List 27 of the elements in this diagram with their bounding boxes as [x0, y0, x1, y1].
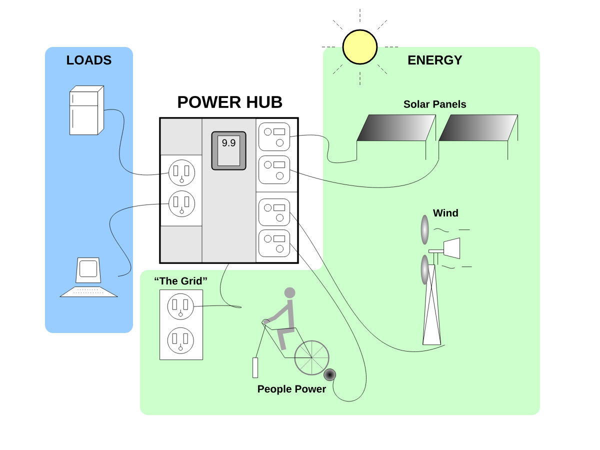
wire — [290, 160, 439, 188]
wire — [194, 263, 242, 308]
outlet-drawing — [168, 160, 195, 186]
generator-drawing — [324, 368, 336, 381]
node-label: Wind — [433, 208, 458, 217]
outlet-drawing — [168, 190, 195, 217]
bicycle-rider-drawing: People Power — [252, 287, 330, 395]
refrigerator-drawing — [70, 86, 104, 135]
computer-drawing — [60, 258, 118, 297]
solar-panel-drawing — [438, 114, 518, 160]
wire — [290, 134, 357, 163]
meter-display: 9.9 — [211, 131, 246, 170]
outlet-drawing — [258, 230, 290, 257]
outlet-drawing — [258, 122, 290, 151]
outlet-drawing — [258, 156, 290, 184]
outlet-drawing — [258, 198, 290, 226]
wire — [290, 243, 366, 402]
wire — [104, 110, 169, 176]
wire — [290, 212, 445, 352]
solar-panel-drawing — [356, 114, 436, 160]
node-label: People Power — [258, 384, 326, 395]
node-label: “The Grid” — [154, 276, 207, 285]
outlet-drawing — [167, 293, 194, 320]
outlet-drawing — [167, 327, 194, 354]
label: Solar Panels — [404, 100, 466, 108]
node-label: POWER HUB — [178, 96, 282, 108]
wind-turbine-drawing: Wind — [420, 208, 472, 345]
